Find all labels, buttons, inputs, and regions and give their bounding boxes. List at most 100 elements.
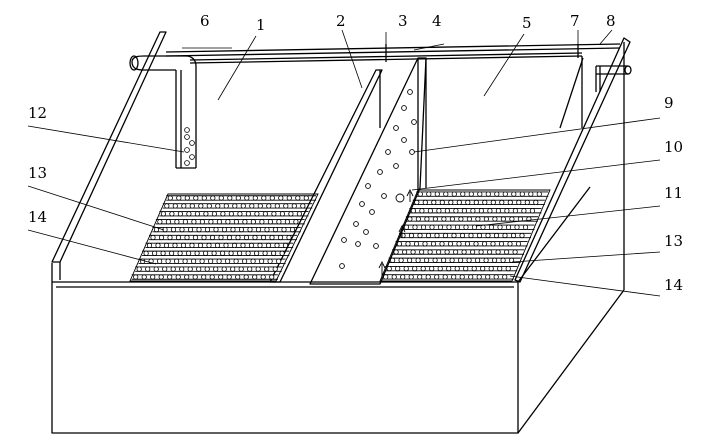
callout-4: 4 [432,12,442,30]
grid-bead [528,191,534,197]
leader-12 [27,125,185,153]
grid-bead [466,216,472,222]
plate-hole [393,125,399,131]
grid-bead [262,250,268,256]
right-wall [514,37,631,283]
grid-bead [169,250,175,256]
grid-bead [252,195,258,201]
leader-5 [483,33,525,97]
grid-bead [261,195,267,201]
grid-bead [245,250,251,256]
grid-bead [175,234,182,241]
callout-1: 1 [256,16,266,34]
grid-bead [174,219,180,225]
grid-bead [423,257,430,263]
grid-bead [485,274,491,280]
grid-bead [303,195,309,201]
grid-bead [162,266,168,272]
grid-bead [454,224,461,230]
grid-bead [240,203,246,209]
grid-bead [453,208,459,214]
grid-bead [499,199,505,205]
grid-bead [184,195,190,201]
perforated-plate [309,57,427,285]
grid-bead [289,227,296,233]
grid-bead [250,219,256,225]
grid-bead [434,191,440,197]
grid-bead [485,191,491,197]
grid-bead [199,219,205,225]
callout-7: 7 [570,12,580,30]
grid-bead [153,266,159,272]
grid-bead [446,265,452,272]
grid-bead [456,199,462,205]
grid-bead [262,211,268,217]
grid-bead [269,234,275,241]
plate-hole [407,89,413,95]
grid-bead [439,241,445,247]
grid-bead [488,265,494,272]
leader-1 [217,35,257,101]
grid-bead [221,266,227,272]
grid-bead [169,211,175,217]
grid-bead [284,219,290,225]
grid-bead [210,195,216,201]
grid-bead [500,216,506,222]
grid-bead [425,274,431,280]
grid-bead [197,242,204,248]
grid-bead [488,224,495,230]
grid-bead [196,227,202,233]
grid-bead [505,265,511,272]
grid-bead [408,274,414,280]
plate-hole [341,237,347,243]
grid-bead [478,249,484,255]
pipe-hole [189,154,195,160]
grid-bead [430,241,437,247]
callout-9: 9 [664,94,674,112]
grid-bead [536,191,542,197]
plate-hole [385,149,391,155]
grid-bead [230,266,236,272]
grid-bead [437,224,444,230]
grid-bead [485,232,491,239]
grid-bead [189,242,195,248]
grid-bead [203,250,209,256]
grid-bead [245,211,251,217]
box-front-face [51,263,519,434]
grid-bead [282,242,289,248]
grid-bead [493,232,500,239]
grid-bead [410,249,416,255]
plate-hole [369,209,375,215]
grid-bead [216,258,222,264]
grid-bead [451,191,457,197]
grid-bead [283,203,289,209]
grid-bead [495,249,501,255]
grid-bead [454,265,460,272]
grid-bead [198,203,204,209]
grid-bead [432,216,438,222]
grid-bead [515,241,522,247]
posts [385,44,584,129]
grid-bead [406,257,413,263]
grid-bead [500,257,506,263]
grid-bead [267,219,273,225]
grid-bead [424,216,430,222]
grid-bead [218,274,224,280]
grid-bead [211,250,217,256]
grid-bead [417,232,423,239]
callout-13-right: 13 [664,232,683,250]
leader-9 [413,117,661,153]
grid-bead [293,219,299,225]
grid-bead [391,274,397,280]
grid-bead [181,203,187,209]
grid-bead [220,211,226,217]
grid-bead [231,242,238,248]
grid-bead [213,227,219,233]
grid-bead [400,232,406,239]
arrow-up-icon [398,224,406,238]
grid-bead [508,257,515,263]
grid-bead [449,216,455,222]
grid-bead [272,227,279,233]
leader-14b [509,275,661,297]
grid-bead [275,258,282,264]
